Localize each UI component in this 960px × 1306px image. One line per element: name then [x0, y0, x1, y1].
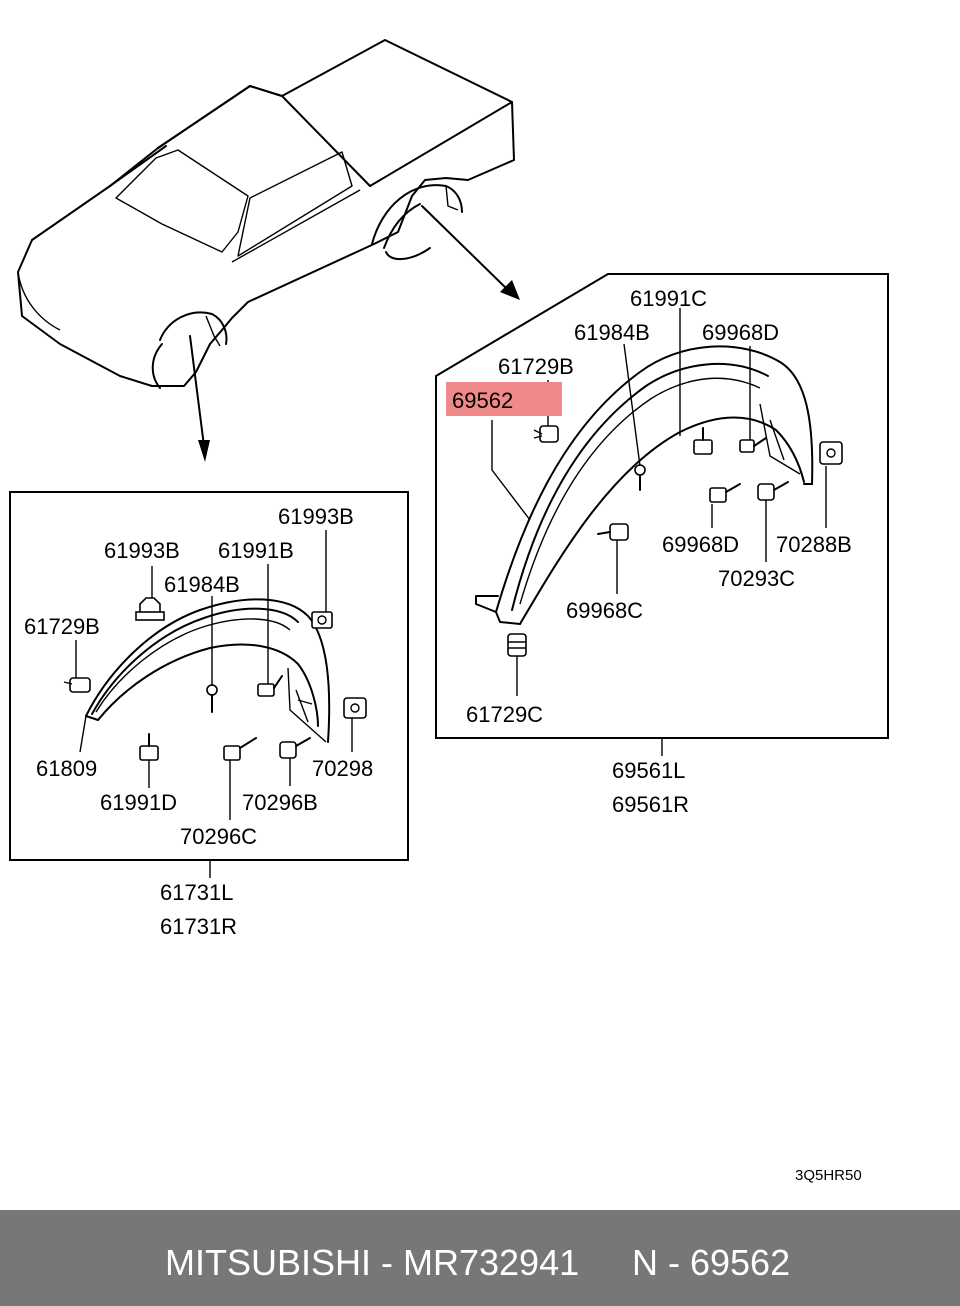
grommet-69968c [597, 523, 629, 541]
label-69968d-bottom: 69968D [662, 532, 739, 557]
label-61993b-left: 61993B [104, 538, 180, 563]
label-61984b-rear: 61984B [574, 320, 650, 345]
label-61729c: 61729C [466, 702, 543, 727]
footer-reference-number: N - 69562 [632, 1242, 791, 1283]
arrow-to-rear [421, 205, 520, 300]
screw-69968d-upper [739, 437, 767, 453]
label-70293c: 70293C [718, 566, 795, 591]
footer-brand-part-number: MITSUBISHI - MR732941 [165, 1242, 580, 1283]
label-61731r: 61731R [160, 914, 237, 939]
grommet-61984b-front [206, 684, 218, 713]
screw-61991c [693, 427, 713, 455]
highlight-box [446, 382, 562, 416]
rear-fender-group: 61991C 61984B 69968D 61729B 69562 69968D… [435, 273, 889, 817]
label-61729b-front: 61729B [24, 614, 100, 639]
label-70296c: 70296C [180, 824, 257, 849]
label-61809: 61809 [36, 756, 97, 781]
nut-70298 [343, 697, 367, 719]
screw-70293c [757, 481, 789, 501]
arrow-to-front [189, 335, 210, 462]
screw-69968d-lower [709, 483, 741, 503]
footer-bar: MITSUBISHI - MR732941 N - 69562 [0, 1210, 960, 1306]
label-69561l: 69561L [612, 758, 685, 783]
label-69968c: 69968C [566, 598, 643, 623]
label-69968d-top: 69968D [702, 320, 779, 345]
label-61984b-front: 61984B [164, 572, 240, 597]
label-69562-highlighted: 69562 [452, 388, 513, 413]
parts-diagram: 61991C 61984B 69968D 61729B 69562 69968D… [9, 39, 889, 1184]
label-70288b: 70288B [776, 532, 852, 557]
clip-61729b-front [63, 677, 91, 693]
nut-70288b [819, 441, 843, 465]
nut-61993b-right [311, 611, 333, 629]
screw-70296c [223, 737, 257, 761]
clip-61729c [507, 633, 527, 657]
label-61731l: 61731L [160, 880, 233, 905]
label-70298: 70298 [312, 756, 373, 781]
label-61729b-rear: 61729B [498, 354, 574, 379]
screw-70296b [279, 737, 311, 759]
label-69561r: 69561R [612, 792, 689, 817]
clip-61729b [533, 425, 559, 443]
grommet-61984b [634, 464, 646, 491]
label-61991c: 61991C [630, 286, 707, 311]
nut-61993b-left [135, 597, 165, 621]
screw-61991d [139, 733, 159, 761]
label-61991b: 61991B [218, 538, 294, 563]
label-61993b-top-right: 61993B [278, 504, 354, 529]
screw-61991b [257, 675, 283, 697]
diagram-code: 3Q5HR50 [795, 1167, 862, 1184]
label-61991d: 61991D [100, 790, 177, 815]
truck-illustration [17, 39, 515, 389]
label-70296b: 70296B [242, 790, 318, 815]
front-fender-group: 61993B 61993B 61991B 61984B 61729B 61809… [9, 491, 409, 939]
